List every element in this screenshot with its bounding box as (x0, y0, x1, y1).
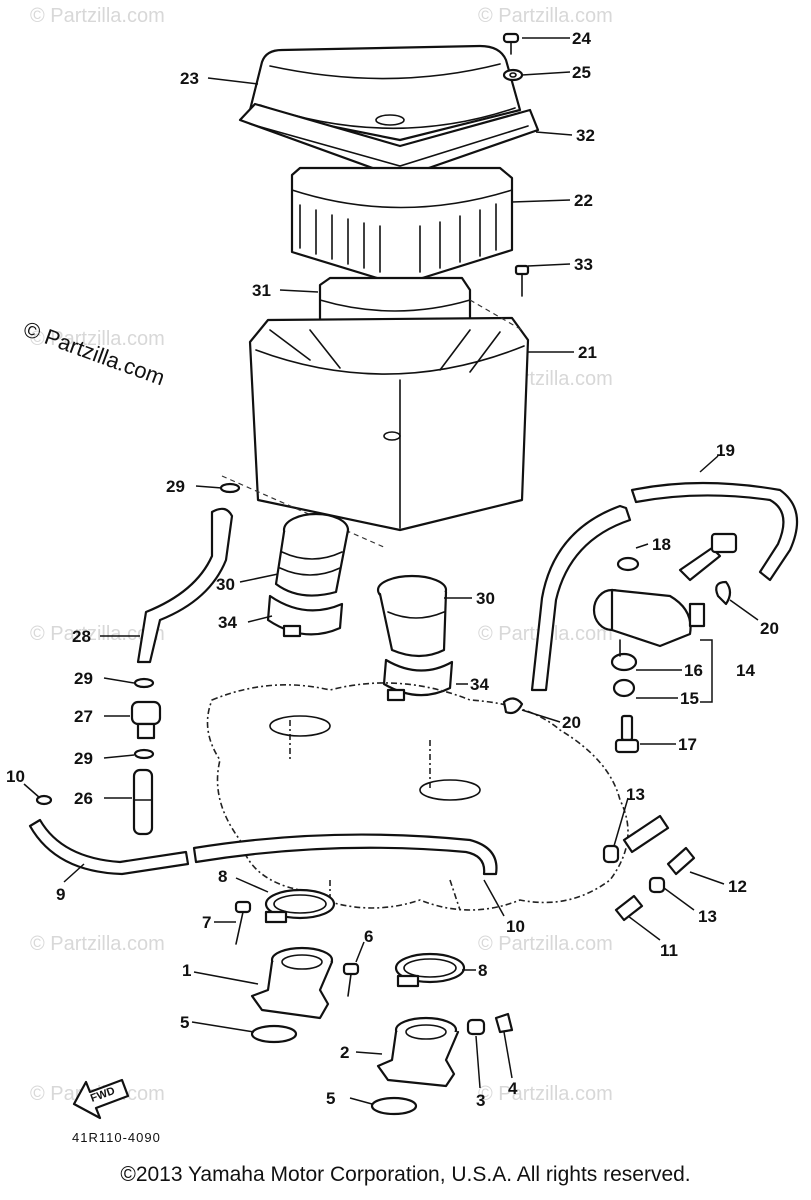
callout-label: 15 (680, 689, 699, 708)
hose-9 (28, 818, 190, 876)
callout-label: 13 (626, 785, 645, 804)
callout-label: 6 (364, 927, 373, 946)
part-filter-27 (130, 700, 162, 740)
part-washer-25 (502, 68, 524, 82)
callout-label: 11 (660, 941, 678, 960)
callout-label: 27 (74, 707, 93, 726)
part-3 (466, 1018, 486, 1036)
callout-label: 30 (216, 575, 235, 594)
part-bolt-17 (614, 714, 640, 754)
callout-label: 10 (6, 767, 25, 786)
callout-label: 3 (476, 1091, 485, 1110)
clip-10 (35, 794, 53, 806)
part-connector-18 (616, 556, 640, 572)
callout-label: 34 (470, 675, 489, 694)
callout-label: 29 (74, 669, 93, 688)
clip-29 (133, 677, 155, 689)
clip-29 (133, 748, 155, 760)
part-clamp-8-top (264, 888, 336, 924)
part-joint-30-left (274, 512, 350, 597)
part-clip-20 (715, 580, 732, 606)
callout-label: 14 (736, 661, 755, 680)
part-clamp-8-bottom (394, 952, 466, 988)
callout-label: 29 (74, 749, 93, 768)
callout-label: 8 (218, 867, 227, 886)
oring-5 (370, 1096, 418, 1116)
callout-label: 5 (180, 1013, 189, 1032)
callout-label: 12 (728, 877, 747, 896)
diagram-code: 41R110-4090 (72, 1130, 161, 1145)
part-screw-33 (514, 264, 530, 297)
callout-label: 5 (326, 1089, 335, 1108)
callout-label: 16 (684, 661, 703, 680)
callout-label: 20 (562, 713, 581, 732)
part-12a (622, 814, 670, 854)
part-valve-14 (592, 588, 706, 698)
callout-label: 28 (72, 627, 91, 646)
hose-19 (630, 481, 799, 582)
fwd-arrow-icon: FWD (72, 1078, 130, 1120)
part-element-22 (290, 166, 514, 287)
part-joint-2 (376, 1016, 460, 1088)
part-13b (648, 876, 666, 894)
callout-label: 20 (760, 619, 779, 638)
part-bolt-24 (502, 32, 520, 55)
callout-label: 8 (478, 961, 487, 980)
leader-lines (23, 37, 759, 1105)
callout-label: 18 (652, 535, 671, 554)
part-pipe-26 (132, 768, 154, 836)
callout-label: 24 (572, 29, 591, 48)
watermark: © Partzilla.com (478, 1083, 613, 1105)
hose-19b (530, 504, 632, 692)
part-screw-7 (234, 900, 252, 945)
watermark: © Partzilla.com (30, 328, 165, 350)
watermark: © Partzilla.com (30, 623, 165, 645)
part-joint-1 (250, 946, 334, 1020)
callout-label: 31 (252, 281, 271, 300)
engine-outline (206, 682, 629, 911)
callout-label: 9 (56, 885, 65, 904)
callout-label: 30 (476, 589, 495, 608)
hose-28 (136, 507, 234, 664)
callout-label: 7 (202, 913, 211, 932)
callout-label: 19 (716, 441, 735, 460)
watermark: © Partzilla.com (30, 5, 165, 27)
callout-label: 29 (166, 477, 185, 496)
part-case-21 (248, 316, 530, 532)
callout-label: 10 (506, 917, 525, 936)
callout-label: 2 (340, 1043, 349, 1062)
callout-label: 32 (576, 126, 595, 145)
clip-29 (219, 482, 241, 494)
part-13 (602, 844, 620, 864)
callout-label: 21 (578, 343, 597, 362)
callout-label: 23 (180, 69, 199, 88)
watermark: © Partzilla.com (478, 933, 613, 955)
callout-label: 26 (74, 789, 93, 808)
watermark: © Partzilla.com (30, 933, 165, 955)
part-clamp-34-right (382, 658, 454, 702)
callout-label: 25 (572, 63, 591, 82)
callout-labels: 23 24 25 32 22 33 31 21 29 19 18 30 30 3… (6, 29, 779, 1110)
part-screw-6 (342, 962, 360, 997)
part-coupler (678, 532, 738, 582)
callout-label: 33 (574, 255, 593, 274)
part-11 (614, 894, 644, 922)
watermark: © Partzilla.com (478, 5, 613, 27)
part-clip-20b (502, 697, 524, 715)
copyright-notice: ©2013 Yamaha Motor Corporation, U.S.A. A… (120, 1163, 691, 1186)
part-clamp-34-left (266, 594, 344, 638)
callout-label: 4 (508, 1079, 518, 1098)
part-cover-23 (248, 44, 522, 142)
callout-label: 1 (182, 961, 191, 980)
oring-5 (250, 1024, 298, 1044)
callout-label: 13 (698, 907, 717, 926)
callout-label: 34 (218, 613, 237, 632)
part-12 (666, 846, 696, 876)
part-joint-30-right (376, 574, 448, 658)
callout-label: 17 (678, 735, 697, 754)
callout-label: 22 (574, 191, 593, 210)
part-4 (494, 1012, 514, 1034)
